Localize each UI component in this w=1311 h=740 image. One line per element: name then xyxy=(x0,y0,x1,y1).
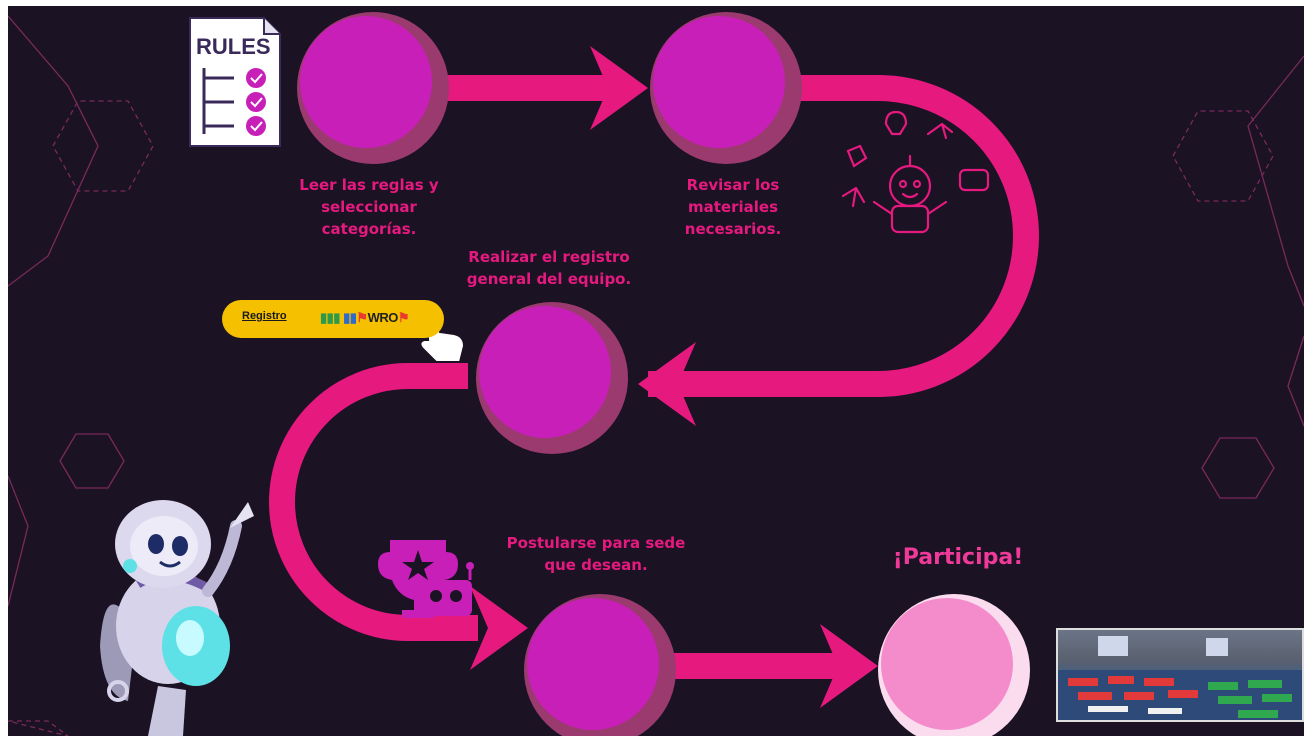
arrow-step1-to-step2 xyxy=(590,46,648,130)
node-step1 xyxy=(297,12,449,164)
registro-link[interactable]: Registro xyxy=(242,310,287,322)
robot-mascot-icon xyxy=(100,500,254,736)
flow-path xyxy=(269,75,1039,679)
step4-label: Postularse para sede que desean. xyxy=(506,534,686,574)
robot-ideas-icon xyxy=(841,110,990,234)
event-photo xyxy=(1056,628,1304,722)
node-step3 xyxy=(476,302,628,454)
background-decor xyxy=(8,15,1304,736)
node-step4 xyxy=(524,594,676,736)
node-step5 xyxy=(878,594,1030,736)
flow-graphic xyxy=(8,12,1304,736)
step3-label: Realizar el registro general del equipo. xyxy=(466,248,632,288)
step5-label: ¡Participa! xyxy=(892,545,1024,570)
step1-label: Leer las reglas y seleccionar categorías… xyxy=(299,176,439,238)
node-step2 xyxy=(650,12,802,164)
registro-button[interactable]: Registro ▮▮▮ ▮▮⚑WRO⚑ xyxy=(222,300,444,338)
step2-label: Revisar los materiales necesarios. xyxy=(684,176,782,238)
arrow-heads xyxy=(470,46,878,708)
trophy-robot-icon xyxy=(378,540,474,618)
rules-document-icon: RULES xyxy=(186,16,284,148)
rules-title: RULES xyxy=(196,34,271,59)
wro-logo: ▮▮▮ ▮▮⚑WRO⚑ xyxy=(320,310,410,325)
flow-canvas: RULES Leer las reglas y seleccionar cate… xyxy=(8,6,1304,736)
arrow-step2-to-step3 xyxy=(638,342,696,426)
arrow-step4-to-step5 xyxy=(820,624,878,708)
arrow-step3-to-step4 xyxy=(470,586,528,670)
